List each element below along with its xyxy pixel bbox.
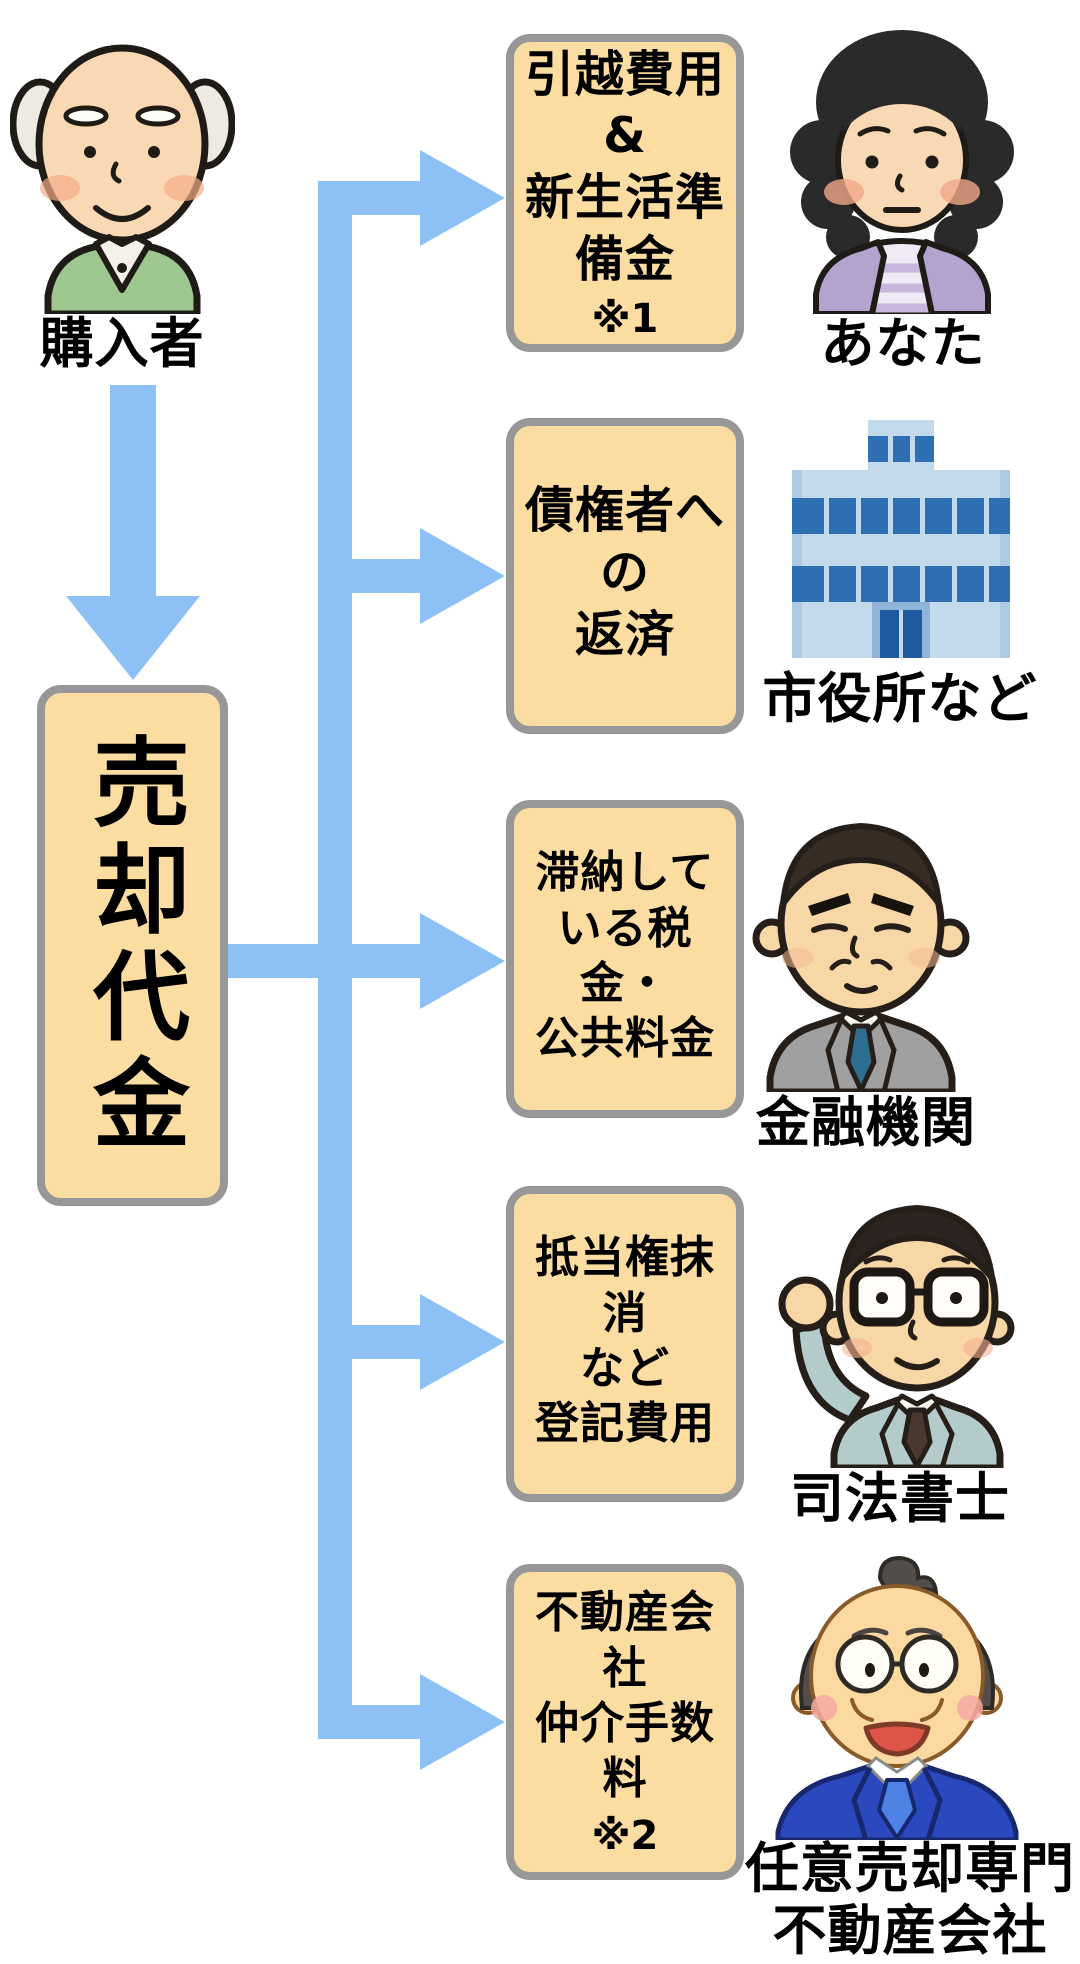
branch-arrow-4: [330, 1294, 505, 1390]
branch-arrow-3: [228, 913, 505, 1009]
branch-box-moving-costs: 引越費用 & 新生活準 備金 ※1: [506, 34, 744, 352]
branch-box-note: ※1: [591, 296, 659, 343]
branch-arrow-2: [330, 528, 505, 624]
branch-box-label: 不動産会社 仲介手数料: [535, 1587, 715, 1805]
bank-officer-illustration: [752, 823, 970, 1092]
recipient-caption-you: あなた: [820, 312, 986, 375]
branch-arrow-5: [330, 1674, 505, 1770]
purchaser-caption: 購入者: [39, 312, 205, 375]
down-arrow: [66, 385, 200, 680]
branch-arrow-1: [318, 150, 505, 246]
branch-box-creditor-repayment: 債権者へ の 返済: [506, 418, 744, 734]
elderly-man-illustration: [10, 44, 235, 314]
branch-box-registration-costs: 抵当権抹消 など 登記費用: [506, 1186, 744, 1502]
sale-proceeds-label: 売却代金: [76, 731, 189, 1160]
city-hall-building-illustration: [792, 420, 1010, 658]
branch-box-label: 引越費用 & 新生活準 備金: [524, 45, 725, 288]
recipient-caption-real-estate-company: 任意売却専門 不動産会社: [745, 1837, 1075, 1962]
branch-box-brokerage-fee: 不動産会社 仲介手数料 ※2: [506, 1564, 744, 1880]
judicial-scrivener-illustration: [778, 1205, 1015, 1468]
branch-box-label: 滞納して いる税金・ 公共料金: [535, 847, 715, 1065]
recipient-caption-financial-institution: 金融機関: [756, 1091, 976, 1154]
branch-box-unpaid-taxes: 滞納して いる税金・ 公共料金: [506, 800, 744, 1118]
woman-illustration: [790, 30, 1014, 314]
branch-box-label: 債権者へ の 返済: [524, 482, 725, 663]
real-estate-agent-illustration: [775, 1555, 1019, 1840]
sale-proceeds-box: 売却代金: [37, 685, 228, 1206]
recipient-caption-judicial-scrivener: 司法書士: [790, 1467, 1010, 1530]
recipient-caption-city-hall: 市役所など: [762, 667, 1038, 730]
branch-box-label: 抵当権抹消 など 登記費用: [535, 1232, 715, 1450]
branch-box-note: ※2: [591, 1812, 659, 1859]
